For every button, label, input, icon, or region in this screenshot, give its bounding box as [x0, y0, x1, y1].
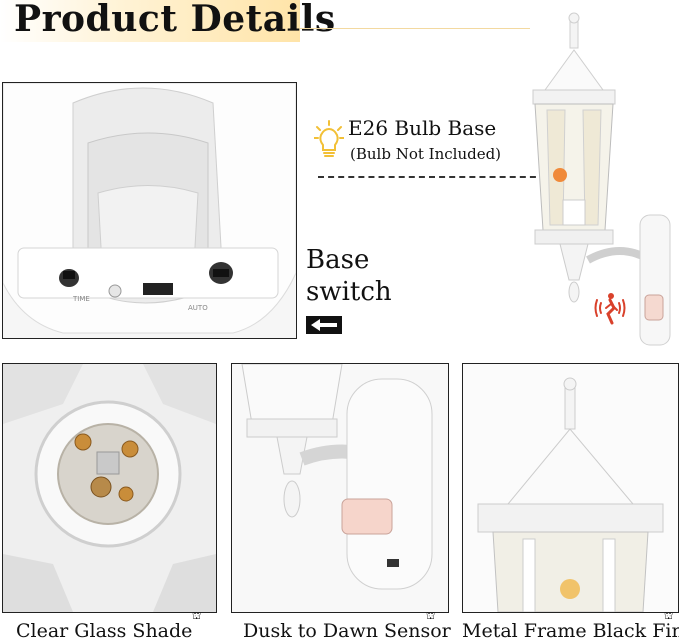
glass-shade-panel: [2, 363, 217, 613]
base-switch-line2: switch: [306, 277, 392, 307]
socket-image: [3, 364, 216, 612]
title-underline: [300, 28, 530, 29]
dusk-sensor-image: [232, 364, 448, 612]
time-label: TIME: [72, 295, 90, 303]
callout-dashed-line: [318, 176, 546, 178]
sensor-panel: [231, 363, 449, 613]
base-switch-line1: Base: [306, 245, 370, 275]
marker-icon: ⛫: [426, 611, 436, 622]
marker-icon: ⛫: [664, 611, 674, 622]
caption-metal-frame: Metal Frame Black Finis: [462, 620, 679, 642]
metal-frame-panel: [462, 363, 679, 613]
lantern-product-image: [532, 12, 671, 346]
bulb-icon: [314, 120, 344, 157]
bulb-base-title: E26 Bulb Base: [348, 116, 497, 140]
auto-label: AUTO: [188, 304, 208, 312]
base-switch-label: Base switch: [306, 244, 416, 308]
lantern-top-image: [463, 364, 678, 612]
caption-clear-glass-shade: Clear Glass Shade: [16, 620, 193, 642]
sensor-closeup-panel: TIME AUTO: [2, 82, 297, 339]
page-title: Product Details: [14, 0, 336, 40]
motion-person-icon: [594, 293, 626, 325]
caption-dusk-to-dawn-sensor: Dusk to Dawn Sensor: [243, 620, 451, 642]
title-highlight: [0, 0, 300, 42]
sensor-closeup-image: TIME AUTO: [3, 83, 296, 338]
arrow-left-icon: [306, 316, 342, 334]
bulb-base-subtitle: (Bulb Not Included): [350, 145, 502, 163]
marker-icon: ⛫: [192, 611, 202, 622]
